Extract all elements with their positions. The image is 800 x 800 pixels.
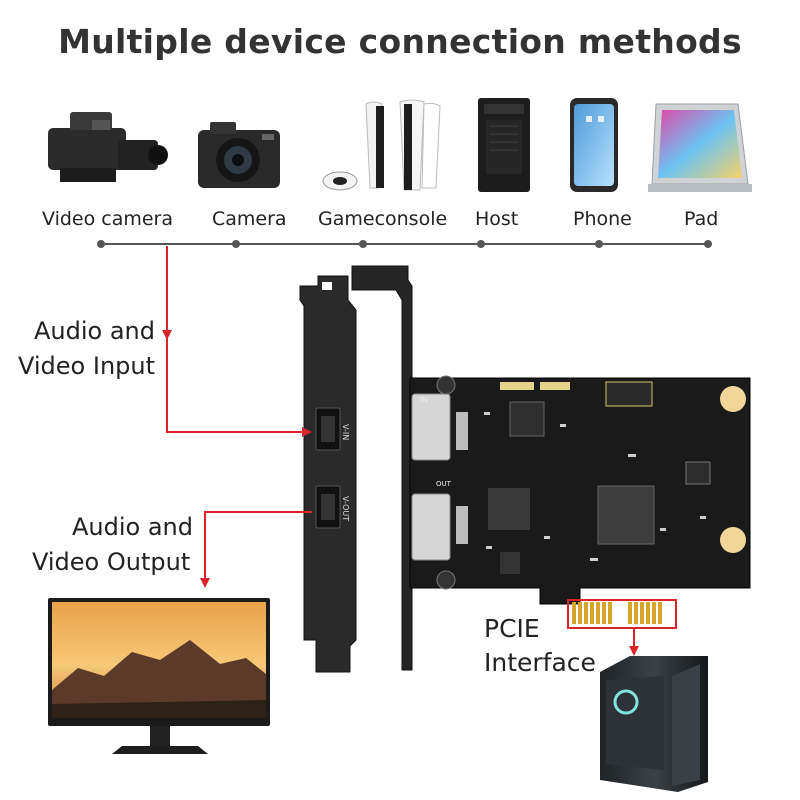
- host-icon: [478, 98, 530, 192]
- pad-icon: [648, 103, 752, 192]
- capture-card-board: [409, 375, 751, 624]
- output-label-line2: Video Output: [32, 548, 191, 576]
- pci-bracket-rear: [351, 265, 413, 671]
- output-label: Audio and Video Output: [32, 510, 193, 580]
- pcie-label: PCIE Interface: [484, 612, 596, 680]
- gameconsole-icon: [322, 99, 441, 191]
- device-label-phone: Phone: [573, 208, 632, 230]
- pcie-highlight-box: [567, 599, 677, 629]
- input-label-line1: Audio and: [34, 317, 155, 345]
- phone-icon: [570, 98, 618, 192]
- device-label-host: Host: [475, 208, 519, 230]
- arrow-output-to-monitor: [200, 511, 312, 588]
- device-label-pad: Pad: [684, 208, 719, 230]
- device-label-video-camera: Video camera: [42, 208, 174, 230]
- device-label-gameconsole: Gameconsole: [318, 208, 448, 230]
- pcie-label-line2: Interface: [484, 648, 596, 677]
- bracket-vout-label: V-OUT: [341, 496, 350, 521]
- pc-case-icon: [600, 656, 708, 792]
- input-label-line2: Video Input: [18, 352, 156, 380]
- arrow-input-to-port: [166, 336, 312, 437]
- device-label-camera: Camera: [212, 208, 287, 230]
- signal-arrows: [162, 246, 639, 656]
- pcie-label-line1: PCIE: [484, 614, 540, 643]
- board-in-label: IN: [420, 396, 427, 404]
- timeline-dots: [97, 240, 712, 248]
- bracket-vin-label: V-IN: [341, 424, 350, 440]
- video-camera-icon: [48, 112, 168, 182]
- monitor-icon: [48, 598, 270, 754]
- input-label: Audio and Video Input: [18, 314, 155, 384]
- board-out-label: OUT: [436, 480, 452, 488]
- output-label-line1: Audio and: [72, 513, 193, 541]
- camera-icon: [198, 122, 280, 188]
- page-title: Multiple device connection methods: [58, 22, 742, 61]
- pci-bracket-front: [299, 275, 357, 673]
